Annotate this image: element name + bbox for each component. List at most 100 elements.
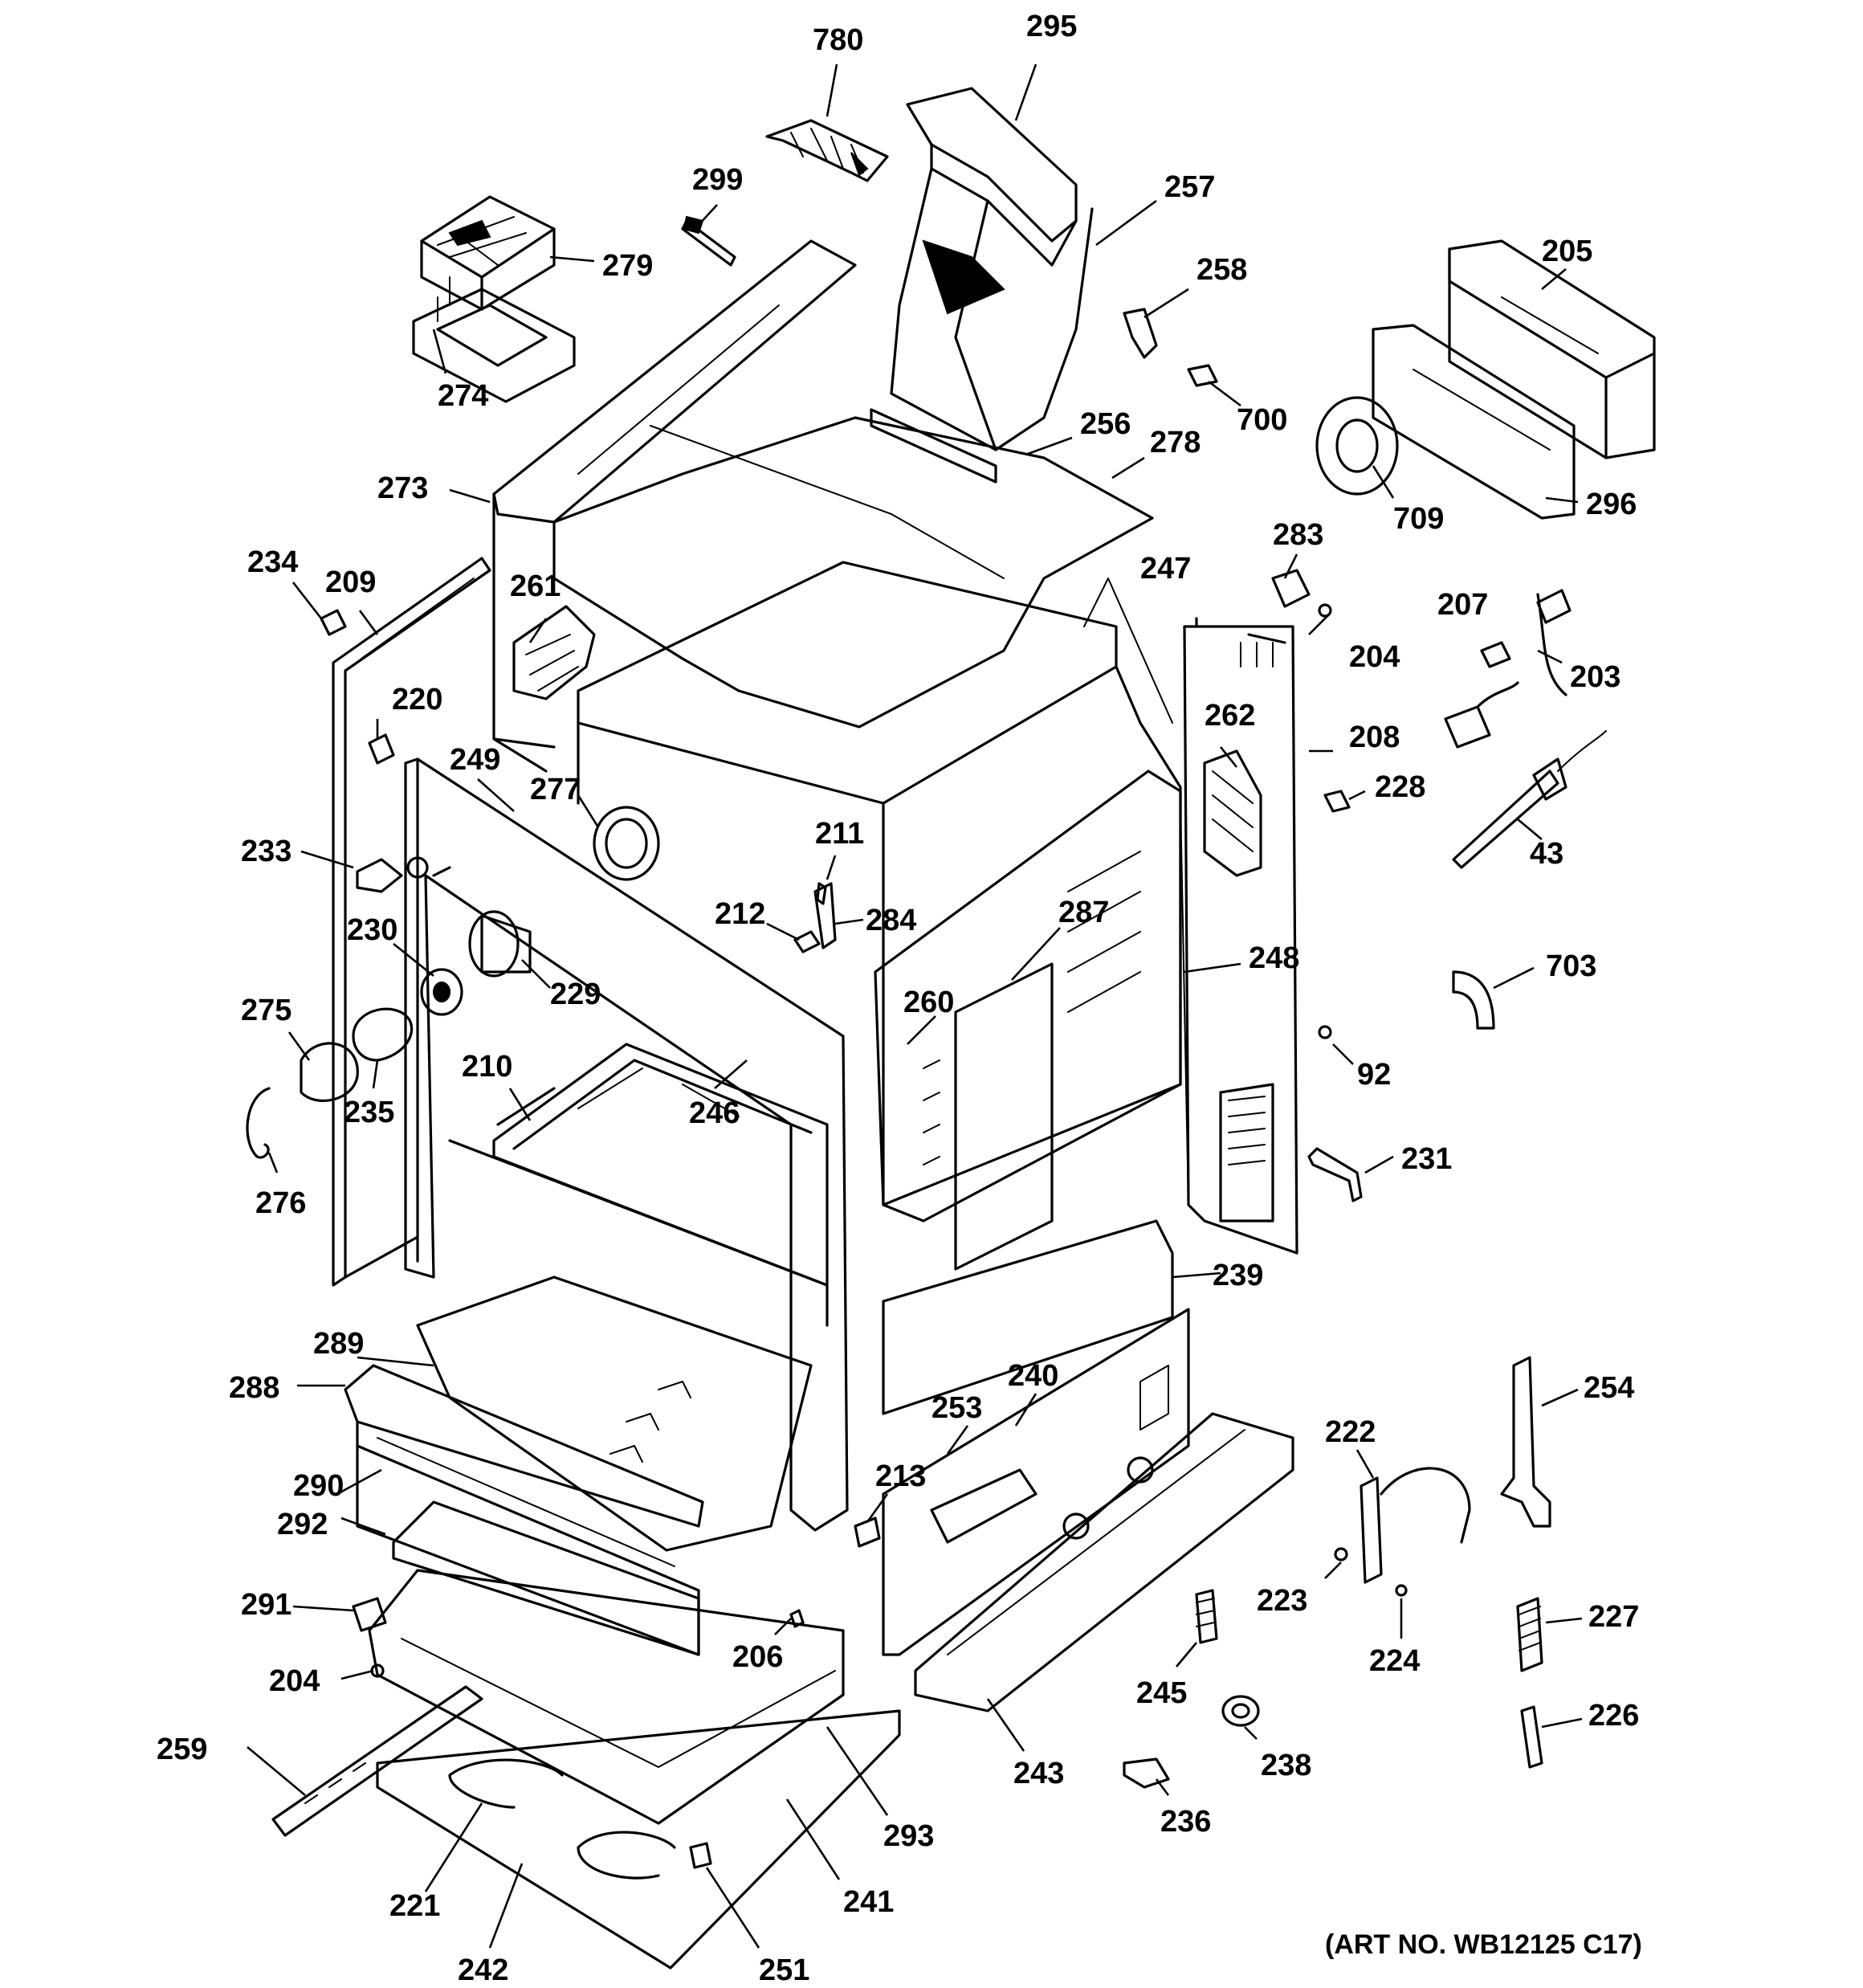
callout-700: 700 (1237, 403, 1287, 437)
part-206-screw (789, 1609, 805, 1628)
callout-258: 258 (1196, 253, 1247, 287)
callout-247: 247 (1140, 552, 1191, 586)
part-208-side-panel (1183, 617, 1298, 1255)
callout-234: 234 (247, 545, 298, 579)
callout-251: 251 (759, 1953, 809, 1987)
callout-205: 205 (1542, 235, 1592, 268)
part-211-screw (816, 882, 827, 905)
leader-lines (247, 63, 1583, 1949)
part-248-side-liner (1180, 802, 1189, 1206)
part-257-vent-duct (870, 87, 1094, 484)
callout-204-lower: 204 (269, 1664, 320, 1698)
callout-245: 245 (1136, 1676, 1187, 1710)
callout-279: 279 (602, 249, 653, 283)
part-227-spring (1516, 1597, 1543, 1672)
callout-227: 227 (1588, 1600, 1639, 1634)
part-243-burner-manifold (914, 1412, 1294, 1712)
part-291-drawer-side (352, 1597, 387, 1632)
part-236-anti-tip (1123, 1757, 1170, 1789)
part-296-rear-shield (1372, 324, 1576, 520)
callout-291: 291 (241, 1588, 291, 1622)
part-259-drawer-slide (271, 1685, 483, 1837)
callout-278: 278 (1150, 426, 1201, 459)
callout-238: 238 (1261, 1749, 1311, 1782)
callout-295: 295 (1026, 10, 1077, 43)
callout-275: 275 (241, 994, 291, 1027)
part-260-side-panel (874, 769, 1182, 1223)
callout-211: 211 (815, 817, 864, 851)
part-283-clip (1271, 569, 1311, 608)
part-233-lamp-holder (356, 856, 429, 893)
callout-213: 213 (875, 1459, 926, 1493)
callout-204-upper: 204 (1349, 640, 1400, 674)
callout-299: 299 (692, 163, 743, 197)
part-289-broiler-pan (416, 1276, 813, 1552)
part-43-igniter (1452, 730, 1607, 869)
part-230-socket (420, 968, 463, 1016)
callout-labels: 780 295 299 257 279 258 205 274 700 256 … (157, 10, 1639, 1987)
callout-249: 249 (450, 743, 500, 777)
callout-259: 259 (157, 1733, 207, 1766)
callout-212: 212 (715, 897, 765, 931)
part-210-rail (496, 1087, 556, 1126)
callout-231: 231 (1401, 1142, 1452, 1176)
part-222-hinge-arm (1360, 1467, 1471, 1584)
part-700-clip (1187, 364, 1218, 387)
part-229-lamp-receptacle (468, 910, 532, 978)
callout-208: 208 (1349, 720, 1400, 754)
part-238-leg-base (1221, 1695, 1260, 1727)
callout-260: 260 (903, 986, 954, 1019)
callout-262: 262 (1205, 699, 1255, 733)
part-223-pin (1334, 1547, 1348, 1561)
callout-242: 242 (458, 1953, 508, 1987)
part-703-gasket (1452, 970, 1495, 1030)
part-234-bumper (320, 609, 347, 636)
part-287-cover-plate (954, 962, 1054, 1271)
part-205-rear-cover (1448, 239, 1656, 459)
callout-256: 256 (1080, 407, 1131, 441)
callout-203: 203 (1570, 660, 1620, 694)
part-204-screw-upper (1318, 603, 1332, 618)
part-245-leveling-leg (1195, 1589, 1218, 1644)
callout-228: 228 (1375, 770, 1425, 804)
callout-273: 273 (377, 471, 428, 505)
callout-709: 709 (1393, 502, 1444, 536)
callout-233: 233 (241, 835, 291, 868)
callout-243: 243 (1013, 1757, 1064, 1790)
art-number: (ART NO. WB12125 C17) (1325, 1929, 1642, 1960)
callout-288: 288 (229, 1371, 279, 1405)
part-262-insulation (1203, 749, 1262, 877)
callout-246: 246 (689, 1096, 740, 1130)
callout-92: 92 (1357, 1058, 1391, 1092)
callout-292: 292 (277, 1508, 328, 1541)
part-258-clip (1123, 308, 1158, 359)
part-251-clip (689, 1842, 712, 1869)
callout-224: 224 (1369, 1644, 1420, 1678)
callout-43: 43 (1530, 837, 1563, 871)
callout-261: 261 (510, 569, 561, 603)
callout-222: 222 (1325, 1415, 1376, 1449)
callout-236: 236 (1160, 1805, 1211, 1839)
callout-207: 207 (1437, 588, 1488, 622)
part-254-hinge (1500, 1356, 1551, 1528)
callout-254: 254 (1584, 1371, 1634, 1405)
part-275-lens (300, 1042, 359, 1102)
part-207-connector (1480, 641, 1511, 668)
callout-253: 253 (932, 1391, 982, 1425)
part-278-top-panel (552, 416, 1154, 729)
part-247-oven-liner (577, 561, 1182, 1206)
part-293-drawer-tray (368, 1569, 845, 1825)
callout-223: 223 (1257, 1584, 1307, 1618)
part-299-bracket (681, 215, 736, 267)
part-273-oven-top (492, 239, 857, 773)
part-213-bracket (854, 1517, 881, 1548)
part-212-bracket (793, 930, 821, 953)
callout-220: 220 (392, 683, 442, 716)
callout-206: 206 (732, 1640, 783, 1674)
part-240-kick-panel (882, 1308, 1190, 1656)
callout-257: 257 (1164, 170, 1215, 204)
callout-248: 248 (1249, 941, 1299, 975)
callout-239: 239 (1213, 1259, 1263, 1292)
callout-780: 780 (813, 23, 863, 57)
callout-287: 287 (1058, 896, 1109, 929)
